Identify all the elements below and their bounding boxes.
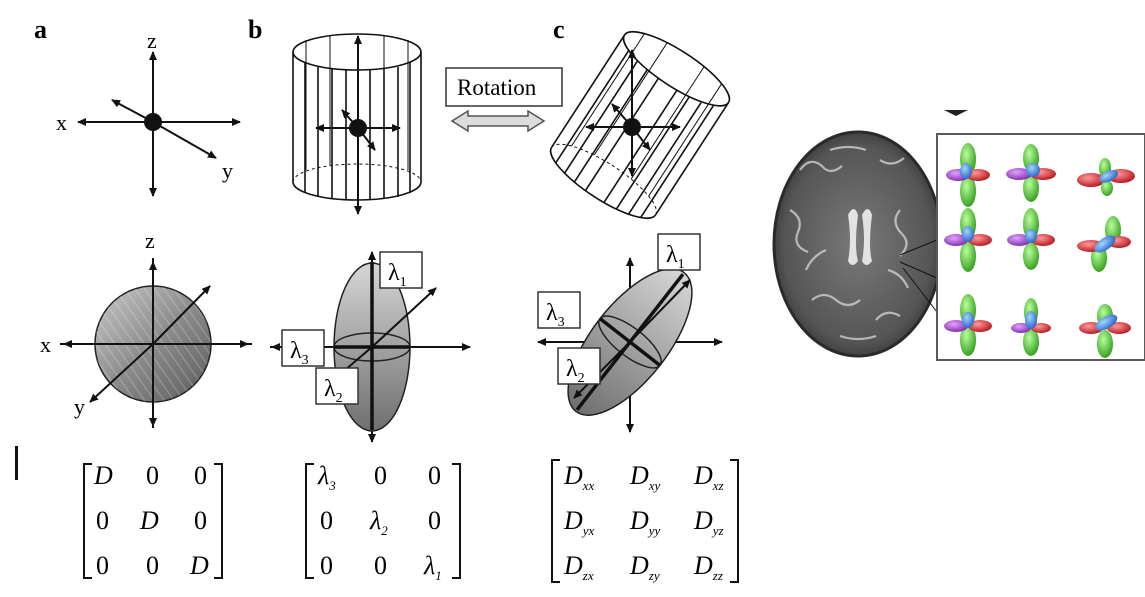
panel-b-cylinder	[292, 33, 422, 201]
matrix-a-cell: 0	[146, 461, 159, 490]
panel-c-diagonal-tail	[573, 341, 631, 399]
matrix-a-cell: 0	[194, 461, 207, 490]
glyph	[944, 208, 992, 272]
lambda3-box-c: λ3	[537, 291, 581, 330]
panel-c-letter: c	[553, 15, 565, 44]
top-tick-mark	[944, 110, 968, 116]
matrix-b-cell: 0	[374, 551, 387, 580]
rotation-double-arrow	[450, 109, 546, 133]
matrix-b-cell: λ3	[317, 461, 336, 493]
axis-label-z-top: z	[147, 28, 157, 53]
svg-text:λ2: λ2	[324, 376, 343, 406]
axis-label-y-top: y	[222, 158, 233, 183]
lambda1-box-c: λ1	[657, 233, 701, 272]
matrix-a: D 0 0 0 D 0 0 0 D	[83, 461, 223, 580]
matrix-a-cell: 0	[96, 551, 109, 580]
svg-text:λ1: λ1	[388, 260, 407, 290]
matrix-c-cell: Dyz	[693, 506, 724, 538]
panel-c-diagonal-arrow	[629, 279, 691, 343]
lambda2-box-b: λ2	[315, 367, 359, 406]
panel-b-diagonal-arrow	[371, 287, 437, 348]
matrix-c: Dxx Dxy Dxz Dyx Dyy Dyz Dzx Dzy Dzz	[551, 459, 739, 583]
matrix-c-cell: Dyx	[563, 506, 595, 538]
matrix-a-cell: 0	[96, 506, 109, 535]
svg-text:λ2: λ2	[566, 356, 585, 386]
glyph	[1079, 304, 1131, 358]
matrix-c-cell: Dxz	[693, 461, 724, 493]
glyph	[1006, 144, 1056, 202]
matrix-b: λ3 0 0 0 λ2 0 0 0 λ1	[305, 461, 461, 583]
matrix-b-cell: λ1	[423, 551, 442, 583]
rotation-box	[445, 67, 563, 107]
water-molecule-dot	[144, 113, 162, 131]
matrix-b-cell: 0	[428, 461, 441, 490]
lambda2-box-c: λ2	[557, 347, 601, 386]
matrix-b-cell: 0	[320, 506, 333, 535]
glyph	[946, 143, 990, 207]
svg-text:λ3: λ3	[546, 300, 565, 330]
panel-a-bottom-arrows	[63, 261, 249, 427]
axis-label-x-top: x	[56, 110, 67, 135]
matrix-b-cell: 0	[374, 461, 387, 490]
panel-c-molecule-dot	[623, 118, 641, 136]
rotation-label: Rotation	[457, 75, 537, 100]
matrix-a-cell: 0	[194, 506, 207, 535]
matrix-b-cell: λ2	[369, 506, 388, 538]
matrix-c-cell: Dzz	[693, 551, 723, 583]
matrix-a-cell: D	[93, 461, 113, 490]
axis-label-y-bottom: y	[74, 394, 85, 419]
svg-text:λ1: λ1	[666, 242, 685, 272]
panel-b-molecule-dot	[349, 119, 367, 137]
svg-text:λ3: λ3	[290, 338, 309, 368]
diffusion-glyph-grid	[944, 143, 1135, 358]
matrix-a-cell: D	[139, 506, 159, 535]
glyph	[1011, 298, 1051, 356]
lambda3-box-b: λ3	[281, 329, 325, 368]
panel-a-letter: a	[34, 15, 47, 44]
axis-label-x-bottom: x	[40, 332, 51, 357]
glyph	[1007, 208, 1055, 270]
margin-mark	[15, 446, 18, 480]
panel-c-cylinder	[549, 31, 731, 219]
matrix-a-cell: 0	[146, 551, 159, 580]
glyph	[1077, 216, 1131, 272]
axis-label-z-bottom: z	[145, 228, 155, 253]
matrix-c-cell: Dzy	[629, 551, 660, 583]
matrix-b-cell: 0	[320, 551, 333, 580]
glyph	[944, 294, 992, 356]
matrix-b-cell: 0	[428, 506, 441, 535]
matrix-c-cell: Dxy	[629, 461, 661, 493]
glyph	[1077, 158, 1135, 196]
panel-b-letter: b	[248, 15, 262, 44]
matrix-c-cell: Dxx	[563, 461, 595, 493]
matrix-a-cell: D	[189, 551, 209, 580]
matrix-c-cell: Dyy	[629, 506, 661, 538]
lambda1-box-b: λ1	[379, 251, 423, 290]
matrix-c-cell: Dzx	[563, 551, 594, 583]
